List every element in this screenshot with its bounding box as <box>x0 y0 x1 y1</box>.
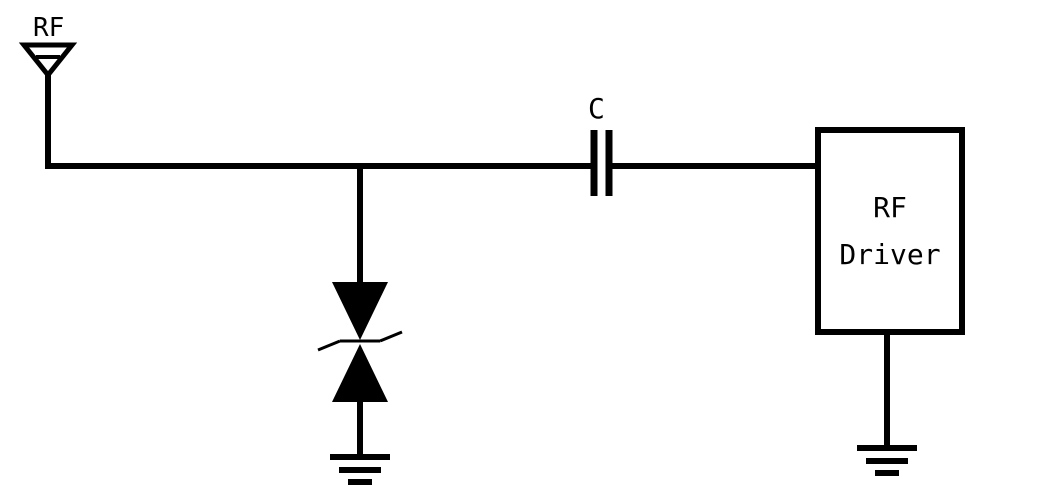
rf-driver-label-line1: RF <box>873 191 907 224</box>
ground-icon <box>857 445 917 476</box>
antenna-icon <box>18 42 78 169</box>
bidirectional-tvs-diode-icon <box>317 282 403 402</box>
antenna-label: RF <box>33 13 64 43</box>
rf-driver-label-line2: Driver <box>839 238 940 271</box>
ground-icon <box>330 454 390 485</box>
capacitor-label: C <box>588 92 605 125</box>
rf-driver-box <box>815 127 965 335</box>
